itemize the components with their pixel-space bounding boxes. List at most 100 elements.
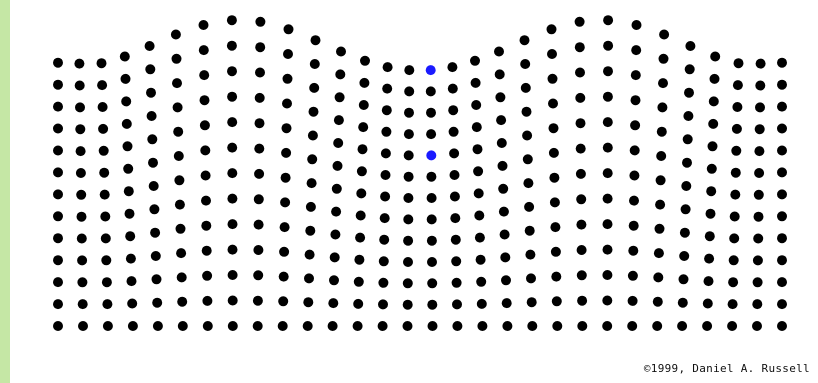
particle — [123, 141, 133, 151]
particle — [77, 212, 87, 222]
particle — [360, 56, 370, 66]
particle — [551, 272, 561, 282]
particle — [128, 321, 138, 331]
particle — [755, 102, 765, 112]
particle — [227, 66, 237, 76]
particle — [53, 58, 63, 68]
particle — [305, 226, 315, 236]
particle — [522, 131, 532, 141]
particle — [359, 78, 369, 88]
particle — [228, 219, 238, 229]
particle — [632, 20, 642, 30]
particle — [381, 148, 391, 158]
particle — [331, 207, 341, 217]
particle — [355, 233, 365, 243]
particle — [127, 299, 137, 309]
particle — [253, 296, 263, 306]
particle — [381, 127, 391, 137]
particle — [126, 254, 136, 264]
particle — [754, 168, 764, 178]
particle — [303, 321, 313, 331]
particle — [310, 59, 320, 69]
particle — [333, 161, 343, 171]
particle — [330, 230, 340, 240]
particle — [228, 296, 238, 306]
particle — [521, 83, 531, 93]
particle — [309, 83, 319, 93]
particle — [426, 129, 436, 139]
particle — [227, 168, 237, 178]
particle — [102, 299, 112, 309]
particle — [733, 80, 743, 90]
particle — [627, 321, 637, 331]
particle — [255, 42, 265, 52]
particle — [147, 134, 157, 144]
particle — [123, 164, 133, 174]
particle — [151, 251, 161, 261]
particle — [427, 278, 437, 288]
particle — [122, 119, 132, 129]
particle — [728, 299, 738, 309]
particle — [706, 209, 716, 219]
particle — [307, 178, 317, 188]
particle — [524, 202, 534, 212]
particle — [631, 70, 641, 80]
particle — [777, 321, 787, 331]
particle — [201, 171, 211, 181]
particle — [381, 170, 391, 180]
particle — [576, 118, 586, 128]
particle — [283, 74, 293, 84]
particle — [172, 78, 182, 88]
particle — [125, 209, 135, 219]
particle — [283, 49, 293, 59]
particle — [629, 221, 639, 231]
particle — [679, 274, 689, 284]
particle — [652, 321, 662, 331]
particle — [176, 224, 186, 234]
particle — [173, 127, 183, 137]
particle — [577, 321, 587, 331]
particle — [76, 168, 86, 178]
particle — [53, 255, 63, 265]
particle — [255, 93, 265, 103]
particle — [354, 255, 364, 265]
particle — [280, 197, 290, 207]
particle — [356, 188, 366, 198]
particle — [576, 169, 586, 179]
particle — [148, 158, 158, 168]
particle — [630, 145, 640, 155]
particle — [777, 80, 787, 90]
particle — [777, 58, 787, 68]
particle — [228, 270, 238, 280]
particle — [379, 256, 389, 266]
particle — [705, 231, 715, 241]
particle — [547, 49, 557, 59]
particle — [335, 92, 345, 102]
particle — [575, 93, 585, 103]
particle — [603, 194, 613, 204]
particle — [255, 68, 265, 78]
particle — [175, 200, 185, 210]
particle — [382, 105, 392, 115]
particle — [497, 138, 507, 148]
particle — [328, 321, 338, 331]
particle — [227, 92, 237, 102]
particle — [655, 224, 665, 234]
particle — [281, 173, 291, 183]
particle — [403, 257, 413, 267]
particle — [549, 123, 559, 133]
particle — [147, 111, 157, 121]
particle — [124, 186, 134, 196]
particle — [452, 321, 462, 331]
particle — [101, 233, 111, 243]
particle — [427, 236, 437, 246]
particle — [75, 102, 85, 112]
particle — [177, 297, 187, 307]
particle — [280, 222, 290, 232]
particle — [477, 321, 487, 331]
particle — [754, 146, 764, 156]
particle — [477, 299, 487, 309]
particle — [253, 245, 263, 255]
particle — [658, 78, 668, 88]
particle — [677, 321, 687, 331]
